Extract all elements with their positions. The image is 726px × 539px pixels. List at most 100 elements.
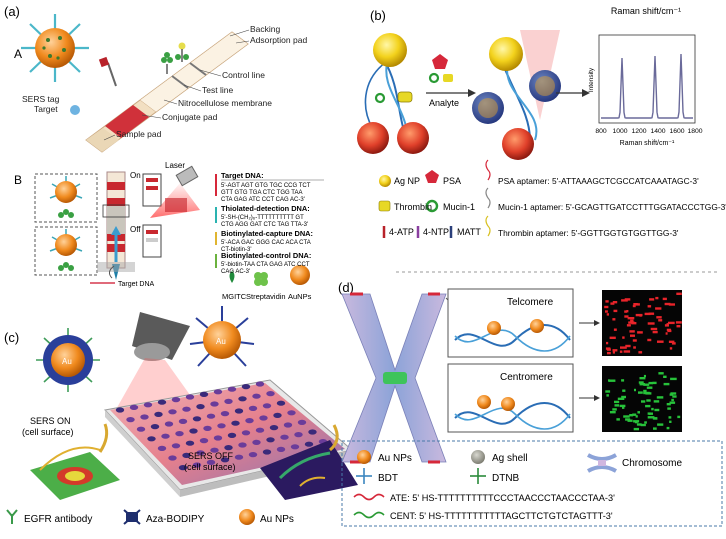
plate-well: [206, 459, 216, 465]
on-reader: On: [130, 171, 162, 207]
label-mucin: Mucin-1: [443, 202, 475, 212]
plate-well: [206, 413, 216, 419]
au-label-right: Au: [216, 337, 226, 346]
map-pixel: [635, 313, 643, 317]
map-pixel: [667, 329, 672, 333]
map-pixel: [652, 381, 657, 385]
map-pixel: [638, 351, 643, 354]
telomere-dna: [454, 319, 571, 352]
map-pixel: [637, 331, 643, 334]
antibody-icon: [161, 42, 189, 74]
map-pixel: [621, 299, 628, 302]
map-pixel: [645, 392, 652, 395]
map-pixel: [652, 330, 658, 334]
label-thrombin: Thrombin: [394, 202, 432, 212]
au-nps-c-icon: [239, 509, 255, 525]
plate-well: [297, 419, 307, 425]
map-pixel: [630, 319, 634, 322]
plate-well: [252, 439, 261, 445]
plate-well: [171, 443, 181, 449]
plate-well: [157, 445, 167, 451]
map-pixel: [663, 382, 670, 386]
map-pixel: [667, 407, 671, 410]
ate-strand-icon: [353, 493, 385, 501]
panel-c: (c) Au Au: [4, 306, 358, 525]
map-pixel: [675, 321, 682, 324]
aunp-icon: [290, 265, 310, 285]
map-pixel: [658, 372, 664, 375]
plate-well: [294, 432, 303, 438]
map-pixel: [606, 313, 609, 316]
map-pixel: [638, 391, 643, 394]
map-pixel: [657, 423, 664, 426]
psa-icon: [425, 170, 439, 183]
plate-well: [224, 398, 233, 404]
bdt-icon: [356, 468, 372, 484]
plate-well: [280, 434, 289, 440]
map-pixel: [647, 305, 652, 308]
plate-well: [255, 427, 265, 433]
map-pixel: [669, 420, 672, 423]
map-pixel: [637, 411, 640, 414]
dtnb-icon: [470, 468, 486, 484]
dna-seq-0-1: GTT GTG TGA CTC TGG TAA: [221, 190, 302, 196]
map-pixel: [609, 411, 616, 414]
au-np-right-icon: Au: [189, 306, 255, 367]
map-pixel: [643, 383, 650, 386]
plate-well: [210, 401, 219, 407]
sers-off-map: [260, 424, 358, 500]
plate-well: [196, 450, 205, 456]
map-pixel: [669, 393, 674, 396]
map-pixel: [669, 401, 676, 404]
plate-well: [283, 422, 293, 428]
map-pixel: [617, 397, 625, 400]
map-pixel: [670, 392, 677, 395]
map-pixel: [669, 347, 673, 350]
map-pixel: [653, 427, 657, 430]
plate-well: [220, 457, 230, 463]
strip-b: [97, 171, 135, 280]
plate-well: [192, 416, 202, 422]
plate-well: [203, 425, 212, 431]
map-pixel: [666, 403, 671, 406]
plate-well: [276, 446, 286, 452]
plate-well: [161, 433, 170, 439]
plate-well: [308, 429, 317, 435]
map-pixel: [665, 332, 668, 335]
map-pixel: [629, 330, 635, 333]
label-egfr: EGFR antibody: [24, 514, 92, 525]
plate-well: [248, 405, 258, 411]
label-au-nps-d: Au NPs: [378, 453, 412, 464]
map-pixel: [606, 394, 609, 397]
mucin-icon: [425, 199, 439, 213]
plate-well: [175, 431, 184, 437]
map-pixel: [626, 310, 629, 313]
raman-line: [601, 53, 693, 119]
plate-well: [266, 391, 275, 397]
map-pixel: [613, 328, 617, 331]
map-pixel: [641, 400, 646, 403]
plate-well: [115, 407, 125, 413]
plate-well: [255, 381, 265, 387]
map-pixel: [619, 404, 626, 408]
map-pixel: [623, 415, 630, 418]
map-pixel: [612, 408, 617, 411]
map-pixel: [612, 351, 615, 354]
target-bound-assembly: [472, 30, 561, 160]
dna-seq-1-0: 5'-SH-(CH₂)₆-TTTTTTTTTT GT: [221, 215, 304, 221]
plate-well: [129, 404, 139, 410]
map-pixel: [647, 322, 655, 325]
map-pixel: [640, 423, 646, 427]
aptamer-psa: PSA aptamer: 5'-ATTAAAGCTCGCCATCAAATAGC-…: [498, 176, 699, 186]
map-pixel: [677, 415, 681, 419]
au-np-left-icon: Au: [36, 328, 100, 392]
label-laser: Laser: [165, 161, 185, 170]
plate-well: [269, 425, 279, 431]
map-pixel: [651, 407, 654, 411]
au-nps-d-icon: [357, 450, 371, 464]
plate-well: [224, 445, 233, 451]
panel-b-letter: (b): [370, 8, 386, 23]
map-pixel: [649, 298, 655, 301]
plate-well: [143, 402, 153, 408]
